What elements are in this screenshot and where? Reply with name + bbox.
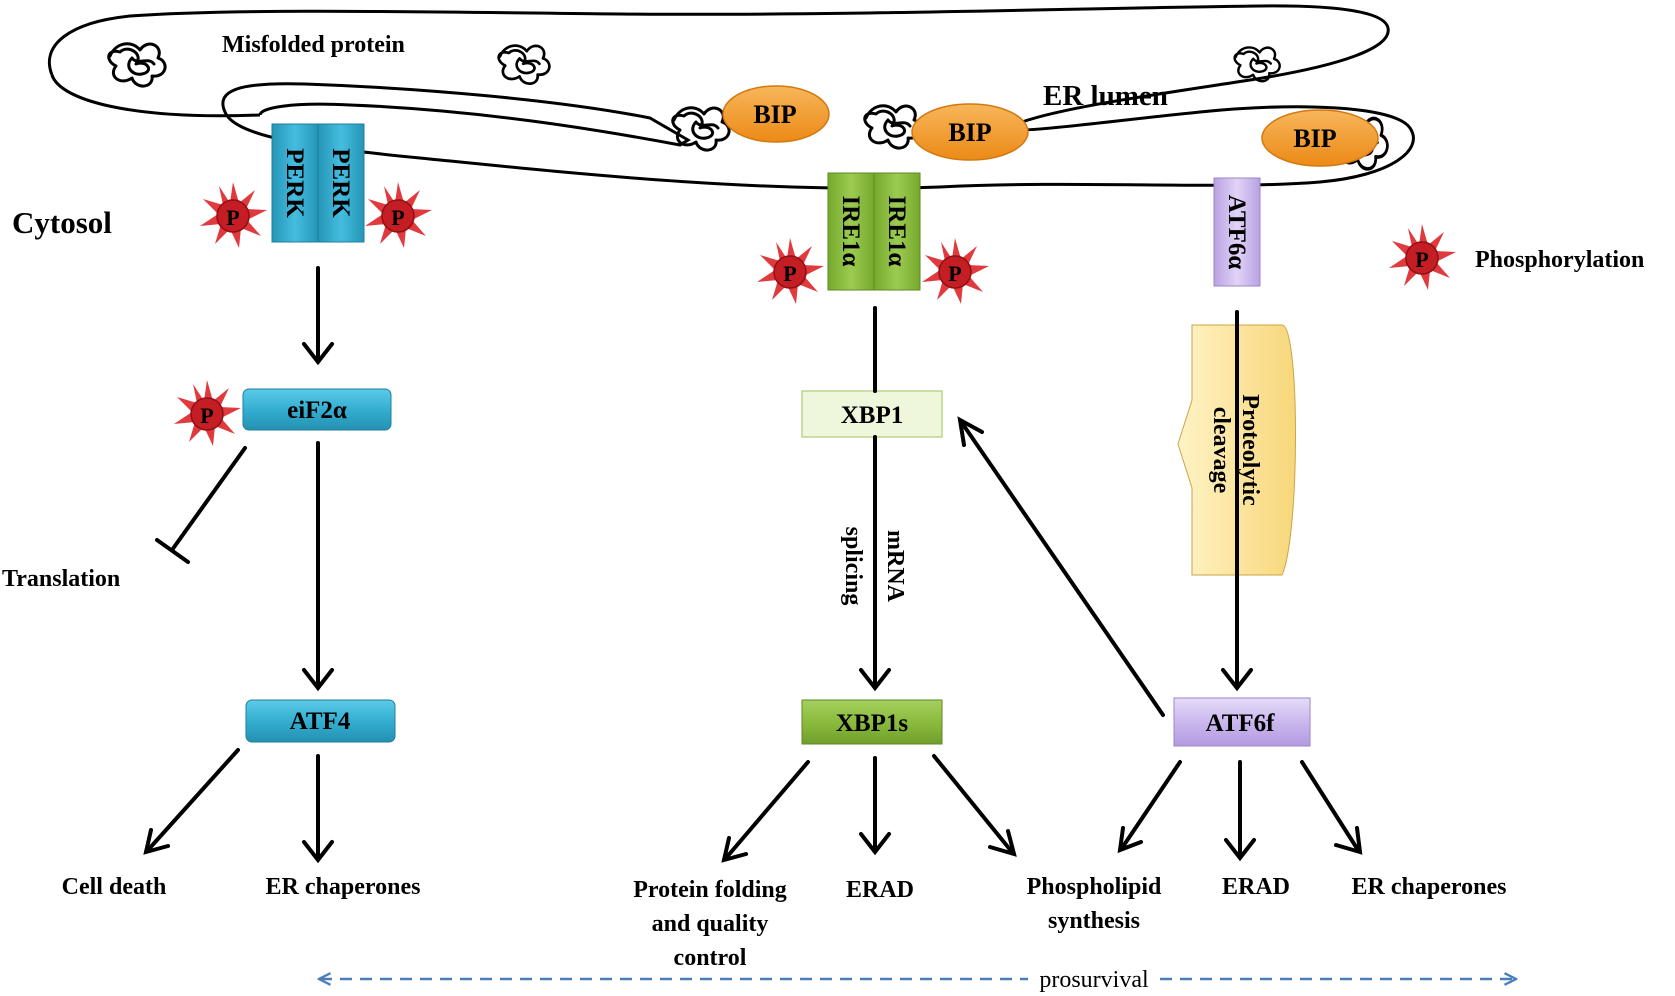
- bip-protein: BIP: [911, 103, 1029, 161]
- atf6a-protein: ATF6α: [1213, 177, 1261, 287]
- svg-text:P: P: [200, 403, 213, 428]
- svg-text:Proteolytic: Proteolytic: [1237, 394, 1263, 506]
- svg-text:BIP: BIP: [948, 118, 991, 147]
- cell-death-label: Cell death: [62, 874, 167, 900]
- translation-label: Translation: [2, 566, 120, 592]
- svg-text:P: P: [391, 205, 404, 230]
- erad-label-atf6: ERAD: [1222, 874, 1290, 900]
- atf4-box: ATF4: [245, 699, 396, 743]
- erad-label-ire1: ERAD: [846, 877, 914, 903]
- ire1a-dimer: IRE1α IRE1α: [827, 172, 921, 291]
- bip-protein: BIP: [722, 85, 830, 143]
- phosphorylation-icon: P: [756, 237, 825, 305]
- svg-text:ATF4: ATF4: [290, 708, 351, 735]
- phosphorylation-icon: P: [364, 181, 433, 249]
- er-lumen-label: ER lumen: [1043, 80, 1168, 112]
- cytosol-label: Cytosol: [12, 205, 112, 240]
- xbp1s-box: XBP1s: [801, 699, 943, 745]
- phosphorylation-legend-label: Phosphorylation: [1475, 247, 1644, 273]
- phosphorylation-icon: P: [921, 237, 990, 305]
- svg-text:P: P: [226, 205, 239, 230]
- pathway-arrows: [143, 266, 1363, 864]
- svg-text:XBP1s: XBP1s: [836, 710, 909, 737]
- eif2a-box: eiF2α: [242, 388, 392, 431]
- er-chaperones-label-atf6: ER chaperones: [1352, 874, 1507, 900]
- svg-text:XBP1: XBP1: [841, 402, 904, 429]
- phosphorylation-icon: P: [173, 379, 242, 447]
- phosphorylation-icon: P: [199, 181, 268, 249]
- misfolded-protein-icon: [671, 106, 731, 152]
- misfolded-protein-label: Misfolded protein: [222, 32, 405, 58]
- svg-text:P: P: [948, 261, 961, 286]
- er-chaperones-label-perk: ER chaperones: [266, 874, 421, 900]
- svg-text:PERK: PERK: [281, 148, 308, 218]
- protein-folding-label-3: control: [674, 945, 747, 971]
- svg-text:PERK: PERK: [327, 148, 354, 218]
- svg-text:ATF6f: ATF6f: [1206, 710, 1276, 737]
- splicing-label: splicing: [840, 527, 866, 606]
- svg-text:BIP: BIP: [753, 100, 796, 129]
- svg-text:P: P: [783, 261, 796, 286]
- xbp1-box: XBP1: [801, 390, 943, 438]
- prosurvival-label: prosurvival: [1039, 967, 1149, 993]
- phospholipid-label-2: synthesis: [1048, 908, 1140, 934]
- mrna-label: mRNA: [882, 530, 908, 603]
- phospholipid-label-1: Phospholipid: [1027, 874, 1162, 900]
- protein-folding-label-1: Protein folding: [633, 877, 787, 903]
- bip-protein: BIP: [1261, 109, 1379, 167]
- svg-text:ATF6α: ATF6α: [1223, 195, 1250, 270]
- perk-dimer: PERK PERK: [271, 123, 365, 243]
- atf6f-box: ATF6f: [1173, 697, 1311, 747]
- svg-text:cleavage: cleavage: [1208, 407, 1234, 494]
- phosphorylation-legend-icon: P: [1388, 223, 1457, 291]
- svg-text:IRE1α: IRE1α: [883, 196, 910, 267]
- svg-text:P: P: [1415, 247, 1428, 272]
- svg-text:BIP: BIP: [1293, 124, 1336, 153]
- er-membrane: [47, 4, 1415, 190]
- misfolded-protein-icon: [107, 42, 167, 88]
- misfolded-protein-icon: [497, 44, 551, 86]
- er-membrane-outer: [50, 74, 261, 118]
- svg-text:eiF2α: eiF2α: [287, 397, 347, 424]
- protein-folding-label-2: and quality: [652, 911, 769, 937]
- svg-text:IRE1α: IRE1α: [837, 196, 864, 267]
